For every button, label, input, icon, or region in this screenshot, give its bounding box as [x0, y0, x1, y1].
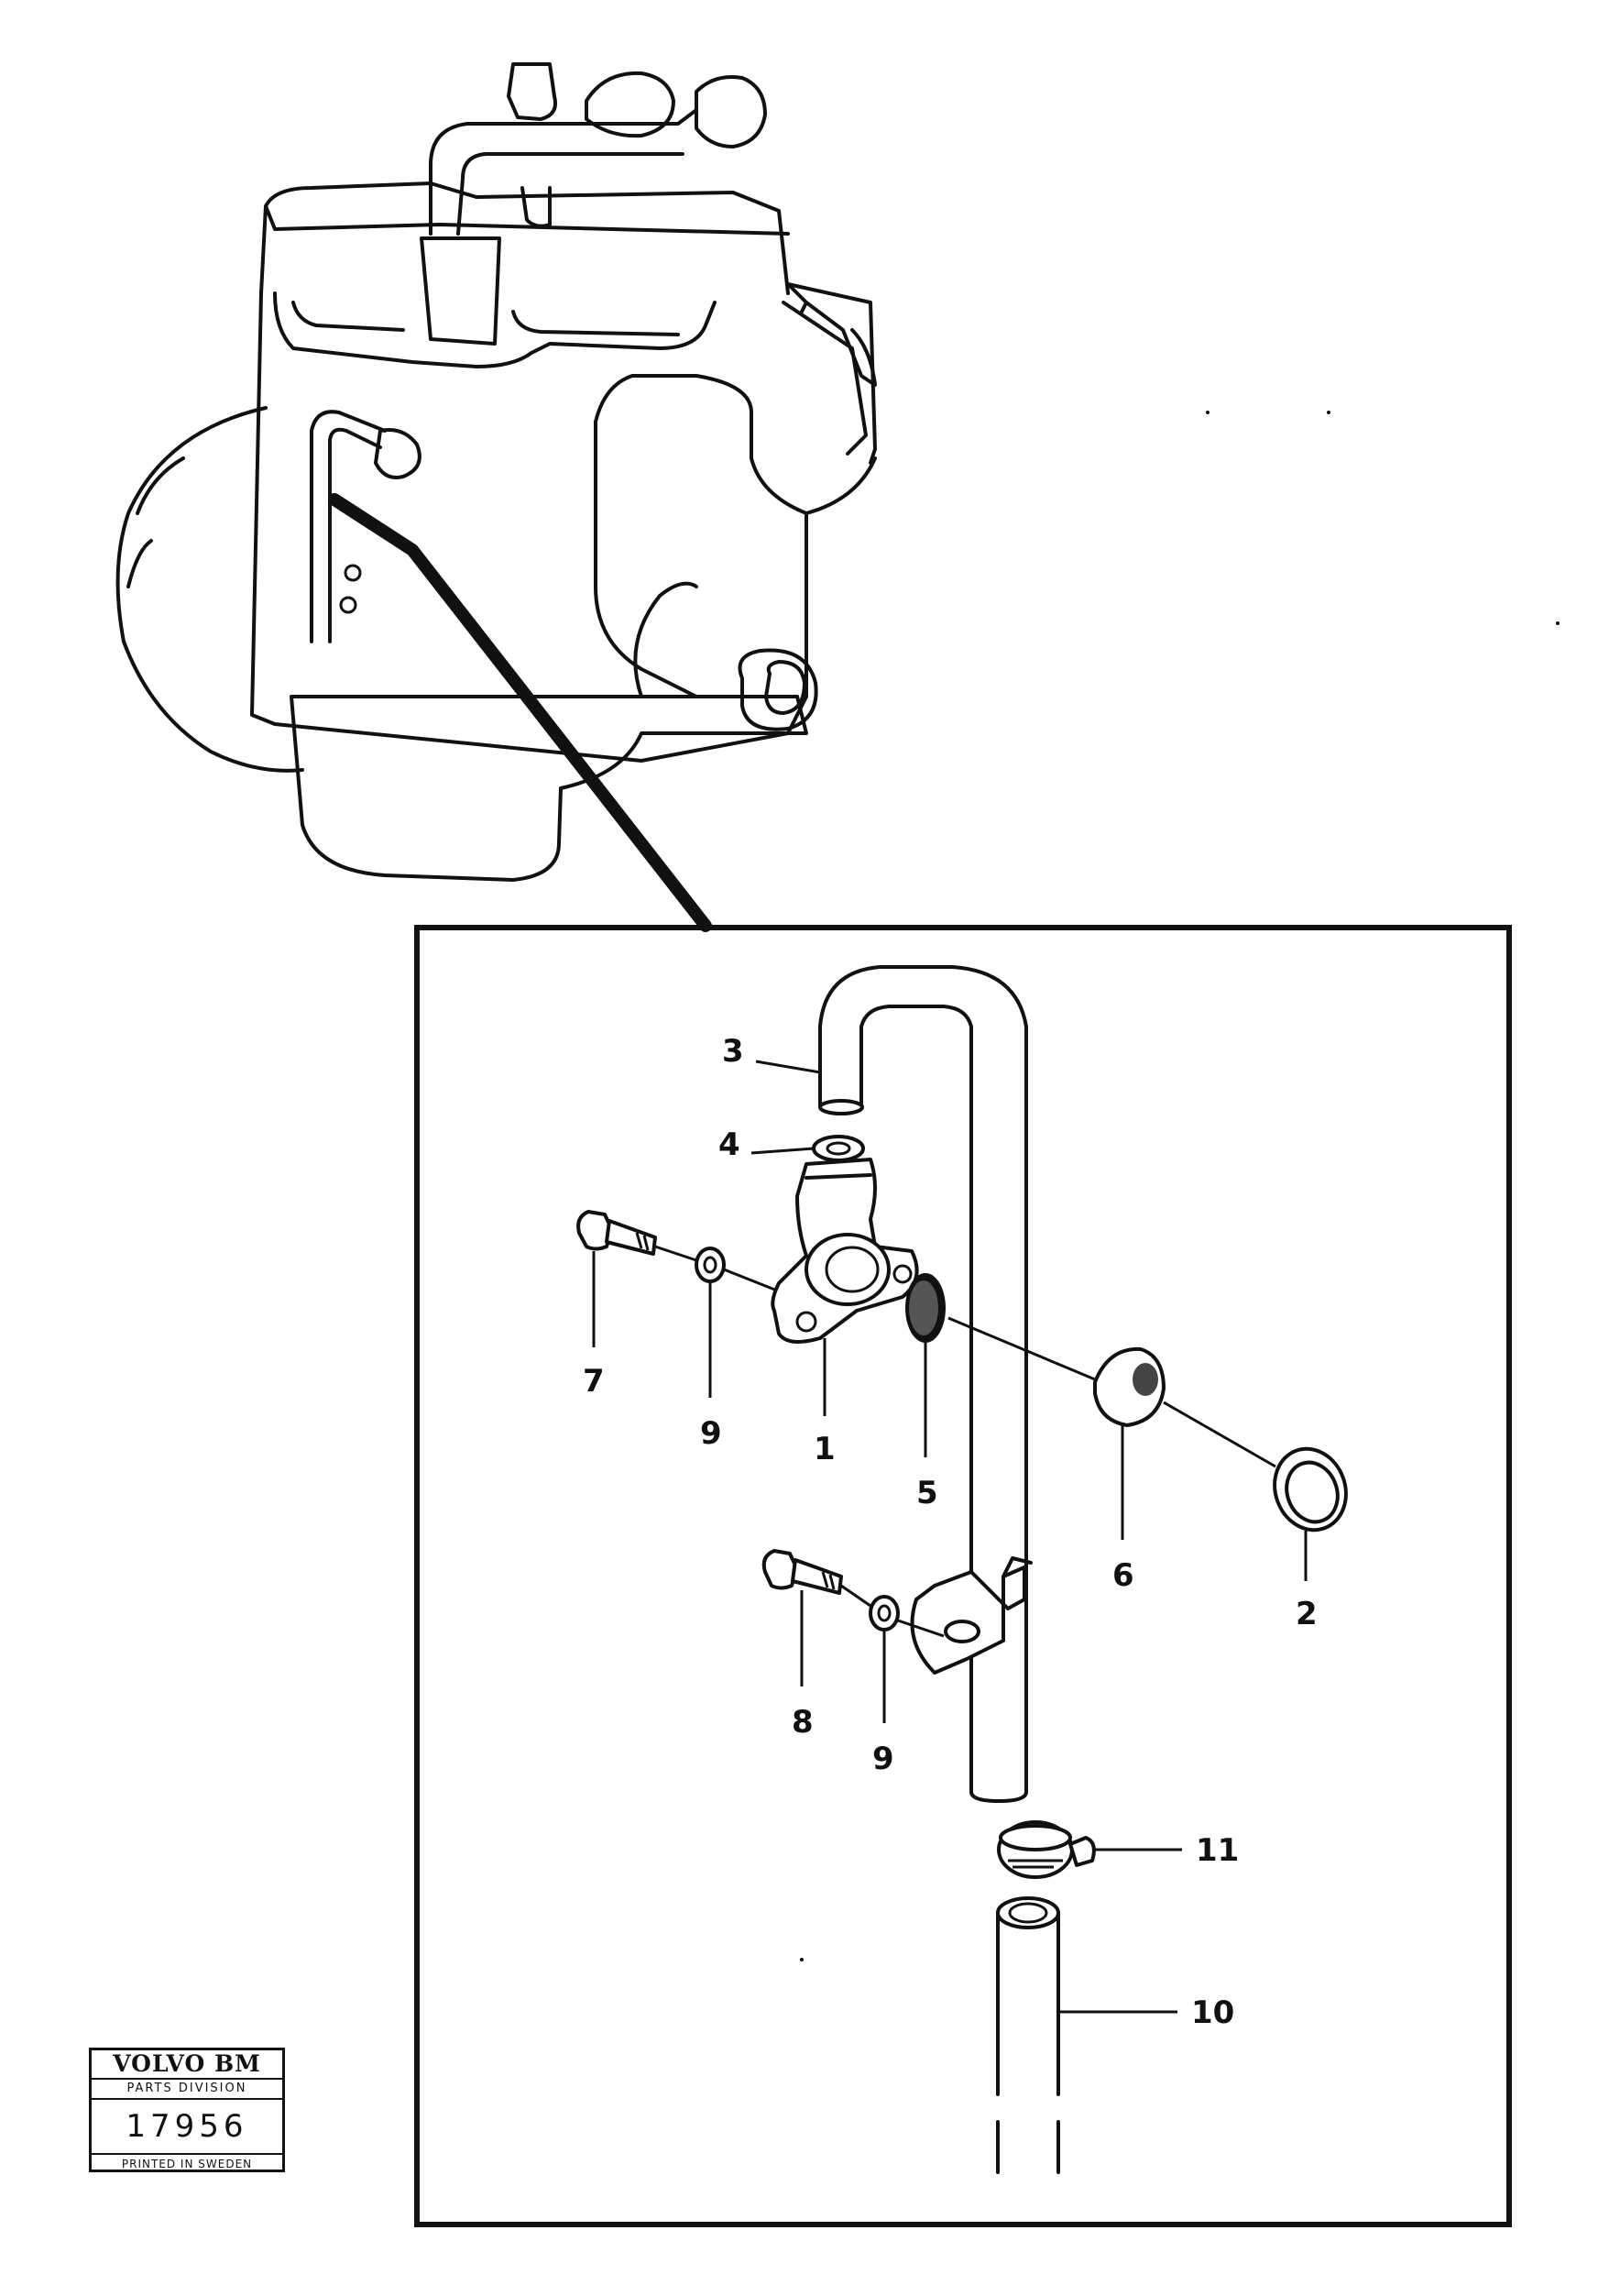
- detail-frame: [414, 925, 1512, 2227]
- callout-1: 1: [814, 1431, 836, 1467]
- housing-part: [771, 1158, 919, 1344]
- callout-leaders: [592, 1060, 1308, 2014]
- callout-10: 10: [1191, 1994, 1234, 2031]
- stamp-brand: VOLVO BM: [92, 2050, 282, 2080]
- stamp-number: 17956: [92, 2100, 282, 2155]
- hose-clamp-part: [997, 1820, 1096, 1879]
- callout-11: 11: [1196, 1832, 1239, 1869]
- stamp-printed: PRINTED IN SWEDEN: [121, 2158, 253, 2170]
- engine-overview-drawing: [115, 62, 877, 882]
- detail-leader-line: [328, 493, 712, 932]
- strainer-part: [905, 1273, 946, 1343]
- hose-part: [996, 1896, 1060, 2174]
- washer-part: [812, 1135, 865, 1162]
- lower-bolt-part: [761, 1549, 843, 1595]
- seal-ring-part: [1273, 1446, 1348, 1532]
- callout-9-lower: 9: [872, 1741, 894, 1777]
- callout-6: 6: [1112, 1557, 1134, 1594]
- callout-4: 4: [718, 1126, 740, 1163]
- lower-washer-part: [869, 1595, 900, 1631]
- callout-2: 2: [1296, 1596, 1318, 1632]
- callout-3: 3: [722, 1033, 744, 1070]
- callout-5: 5: [916, 1475, 938, 1511]
- callout-7: 7: [583, 1363, 605, 1400]
- pipe-bracket: [910, 1565, 1026, 1675]
- breather-pipe-part: [818, 965, 1028, 1803]
- volvo-bm-stamp: VOLVO BM PARTS DIVISION 17956 PRINTED IN…: [89, 2048, 285, 2172]
- stamp-division: PARTS DIVISION: [92, 2080, 282, 2100]
- callout-labels: 3 4 7 9 1 5 6 2 8 9 11 10: [583, 1033, 1318, 2031]
- bracket-hole: [944, 1620, 980, 1643]
- cap-part: [1093, 1346, 1166, 1427]
- upper-bolt-part: [576, 1210, 657, 1256]
- upper-washer-part: [695, 1247, 726, 1283]
- callout-8: 8: [792, 1704, 814, 1741]
- callout-9-upper: 9: [700, 1415, 722, 1452]
